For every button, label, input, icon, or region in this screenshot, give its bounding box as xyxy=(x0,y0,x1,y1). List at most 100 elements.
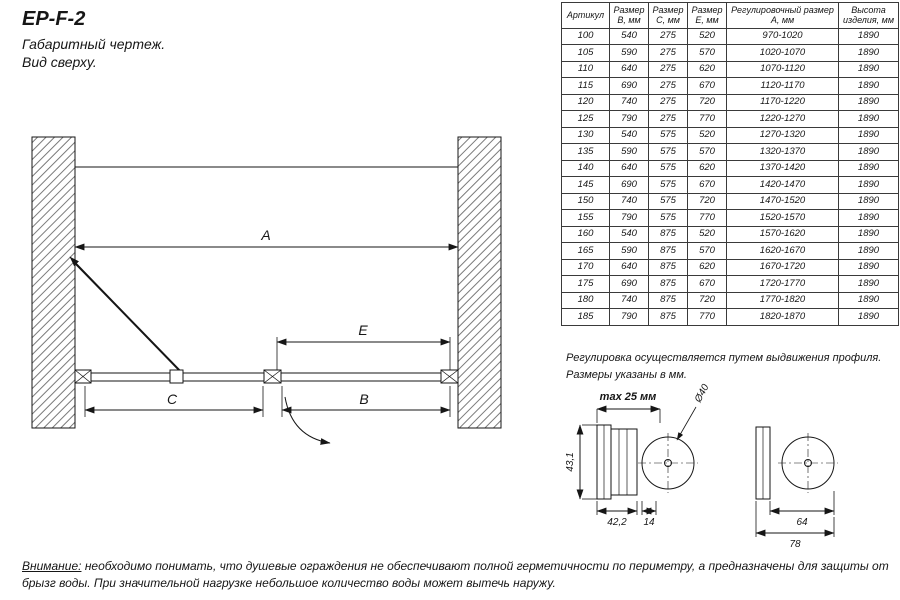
table-cell: 165 xyxy=(561,242,610,260)
table-cell: 875 xyxy=(648,258,688,277)
door-leading-edge xyxy=(169,369,184,384)
table-cell: 145 xyxy=(561,176,610,194)
table-cell: 770 xyxy=(687,209,727,227)
notes-line-1: Регулировка осуществляется путем выдвиже… xyxy=(566,352,882,364)
table-cell: 770 xyxy=(687,110,727,128)
table-cell: 1890 xyxy=(838,143,899,161)
table-cell: 100 xyxy=(561,27,610,46)
table-cell: 155 xyxy=(561,209,610,227)
model-title: EP-F-2 xyxy=(22,8,86,30)
dimension-b: B xyxy=(281,386,451,417)
diameter-callout: Ø40 xyxy=(676,383,712,441)
table-cell: 590 xyxy=(609,143,649,161)
table-cell: 875 xyxy=(648,291,688,310)
table-cell: 575 xyxy=(648,176,688,194)
table-cell: 770 xyxy=(687,308,727,326)
table-cell: 1890 xyxy=(838,291,899,310)
table-cell: 1120-1170 xyxy=(726,77,839,95)
width-dimension-42: 42,2 xyxy=(596,501,638,528)
table-cell: 185 xyxy=(561,308,610,326)
table-cell: 140 xyxy=(561,159,610,178)
table-cell: 1370-1420 xyxy=(726,159,839,178)
table-cell: 570 xyxy=(687,44,727,62)
dim-e-label: E xyxy=(358,322,368,338)
table-cell: 1270-1320 xyxy=(726,126,839,145)
track-profile xyxy=(74,369,459,384)
height-dimension-43: 43,1 xyxy=(565,424,597,500)
dim-c-label: C xyxy=(167,391,178,407)
column-header: Высота изделия, мм xyxy=(838,2,899,29)
table-cell: 1890 xyxy=(838,60,899,79)
table-cell: 575 xyxy=(648,159,688,178)
max-adjustment-label: max 25 мм xyxy=(600,391,657,403)
table-cell: 640 xyxy=(609,159,649,178)
drawing-subtitle-2: Вид сверху. xyxy=(22,54,97,70)
table-cell: 1890 xyxy=(838,308,899,326)
warning-label: Внимание: xyxy=(22,559,82,573)
table-cell: 1070-1120 xyxy=(726,60,839,79)
table-cell: 275 xyxy=(648,44,688,62)
table-cell: 150 xyxy=(561,192,610,211)
open-door-panel xyxy=(69,256,184,375)
table-cell: 620 xyxy=(687,159,727,178)
table-cell: 540 xyxy=(609,225,649,244)
table-cell: 1520-1570 xyxy=(726,209,839,227)
table-cell: 275 xyxy=(648,60,688,79)
table-cell: 1890 xyxy=(838,225,899,244)
offset-dimension-14: 14 xyxy=(641,501,657,528)
notes-line-2: Размеры указаны в мм. xyxy=(566,369,687,381)
table-cell: 740 xyxy=(609,192,649,211)
table-cell: 875 xyxy=(648,308,688,326)
table-cell: 575 xyxy=(648,126,688,145)
dimension-a: A xyxy=(74,227,459,251)
dimension-e: E xyxy=(276,322,451,371)
table-cell: 105 xyxy=(561,44,610,62)
max-adjustment-dimension: max 25 мм xyxy=(596,391,661,423)
column-header: Размер E, мм xyxy=(687,2,727,29)
table-cell: 1670-1720 xyxy=(726,258,839,277)
table-cell: 275 xyxy=(648,27,688,46)
table-cell: 575 xyxy=(648,143,688,161)
table-cell: 180 xyxy=(561,291,610,310)
table-cell: 640 xyxy=(609,60,649,79)
table-cell: 970-1020 xyxy=(726,27,839,46)
table-cell: 670 xyxy=(687,77,727,95)
dim-a-label: A xyxy=(260,227,270,243)
drawing-subtitle-1: Габаритный чертеж. xyxy=(22,36,166,52)
table-cell: 135 xyxy=(561,143,610,161)
table-cell: 875 xyxy=(648,242,688,260)
table-cell: 790 xyxy=(609,209,649,227)
table-cell: 1890 xyxy=(838,192,899,211)
column-header: Артикул xyxy=(561,2,610,29)
table-cell: 1890 xyxy=(838,44,899,62)
table-cell: 1470-1520 xyxy=(726,192,839,211)
table-cell: 1720-1770 xyxy=(726,275,839,293)
notes: Регулировка осуществляется путем выдвиже… xyxy=(566,350,881,384)
column-header: Регулировочный размер A, мм xyxy=(726,2,839,29)
table-cell: 170 xyxy=(561,258,610,277)
table-cell: 160 xyxy=(561,225,610,244)
table-cell: 1620-1670 xyxy=(726,242,839,260)
right-width-dimension-64: 64 xyxy=(769,491,835,528)
table-cell: 115 xyxy=(561,77,610,95)
table-cell: 1170-1220 xyxy=(726,93,839,112)
right-width-dim-label: 64 xyxy=(796,517,808,528)
table-cell: 120 xyxy=(561,93,610,112)
table-cell: 1890 xyxy=(838,242,899,260)
table-cell: 1890 xyxy=(838,275,899,293)
column-header: Размер C, мм xyxy=(648,2,688,29)
table-cell: 110 xyxy=(561,60,610,79)
